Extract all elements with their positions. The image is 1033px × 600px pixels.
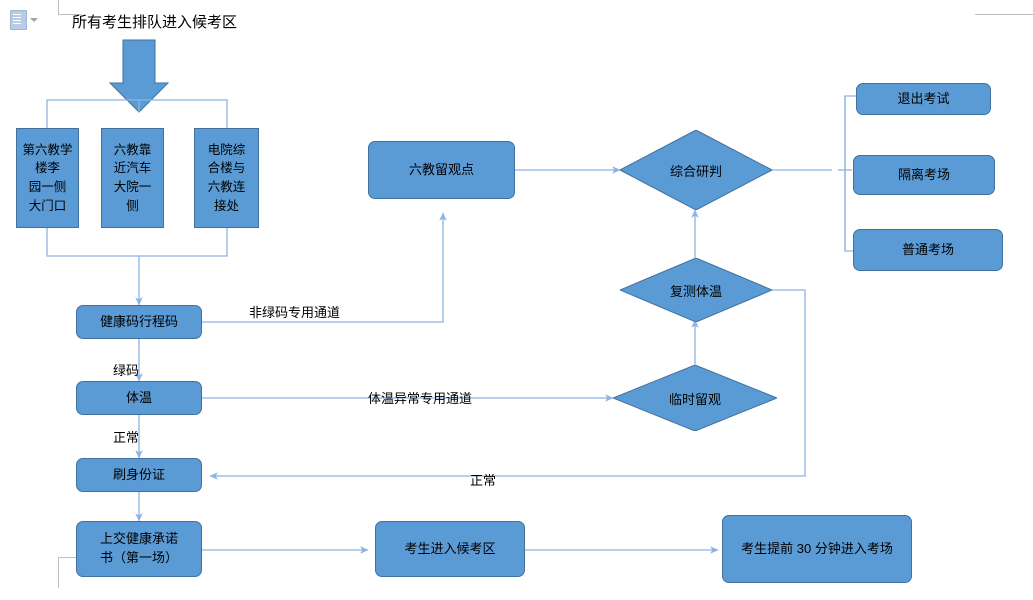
node-label: 综合研判	[669, 163, 722, 179]
node-isolation-room[interactable]: 隔离考场	[853, 155, 995, 195]
edge-label-normal-return: 正常	[470, 473, 497, 488]
node-label: 复测体温	[669, 283, 722, 299]
node-gate3[interactable]: 电院综 合楼与 六教连 接处	[194, 128, 259, 228]
diamond-shape	[620, 258, 772, 322]
page-guide-bottom-left	[58, 557, 81, 588]
node-gate2[interactable]: 六教靠 近汽车 大院一 侧	[101, 128, 164, 228]
diamond-shape	[620, 130, 772, 210]
paste-options-icon[interactable]	[10, 10, 50, 30]
node-healthcode[interactable]: 健康码行程码	[76, 305, 202, 339]
node-idcard[interactable]: 刷身份证	[76, 458, 202, 492]
node-temperature[interactable]: 体温	[76, 381, 202, 415]
node-normal-room[interactable]: 普通考场	[853, 229, 1003, 271]
node-pledge[interactable]: 上交健康承诺 书（第一场）	[76, 521, 202, 577]
node-enter-exam[interactable]: 考生提前 30 分钟进入考场	[722, 515, 912, 583]
page-title: 所有考生排队进入候考区	[72, 14, 238, 31]
document-glyph-icon	[10, 10, 27, 30]
edge-label-non-green-channel: 非绿码专用通道	[249, 305, 341, 320]
page-guide-top-right	[975, 0, 1033, 15]
diamond-shape	[613, 365, 777, 431]
node-quit-exam[interactable]: 退出考试	[856, 83, 991, 115]
edge-label-abnormal-temp-channel: 体温异常专用通道	[368, 391, 473, 406]
chevron-down-icon[interactable]	[30, 18, 38, 22]
edge-label-normal-temperature: 正常	[113, 430, 140, 445]
node-observation-point[interactable]: 六教留观点	[368, 141, 515, 199]
node-judgement[interactable]: 综合研判	[620, 130, 772, 210]
node-gate1[interactable]: 第六教学楼李 园一侧 大门口	[16, 128, 79, 228]
node-label: 临时留观	[668, 391, 721, 407]
edge-label-green-code: 绿码	[113, 363, 140, 378]
node-retest-temperature[interactable]: 复测体温	[620, 258, 772, 322]
page-guide-top-left	[58, 0, 81, 15]
node-temporary-observation[interactable]: 临时留观	[613, 365, 777, 431]
node-waiting-area[interactable]: 考生进入候考区	[375, 521, 525, 577]
